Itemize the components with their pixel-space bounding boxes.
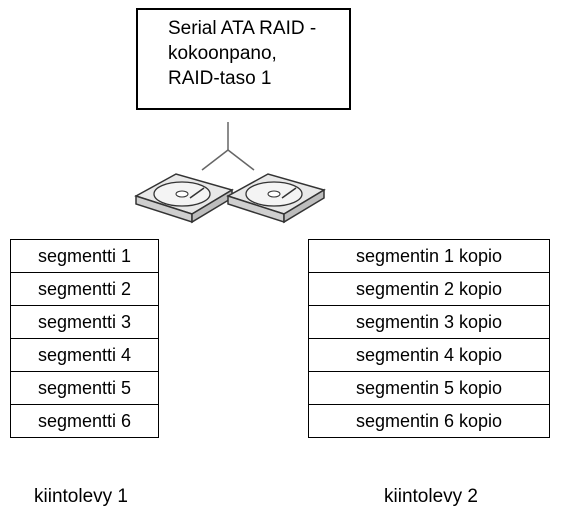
title-line-2: kokoonpano, — [168, 43, 277, 64]
segment-copy-cell: segmentin 2 kopio — [308, 272, 550, 306]
segment-copy-cell: segmentin 1 kopio — [308, 239, 550, 273]
title-line-3: RAID-taso 1 — [168, 68, 272, 89]
segment-cell: segmentti 6 — [10, 404, 159, 438]
segment-cell: segmentti 4 — [10, 338, 159, 372]
title-line-1: Serial ATA RAID - — [168, 18, 317, 39]
disk1-label: kiintolevy 1 — [34, 486, 128, 507]
disks-illustration — [134, 122, 326, 224]
segment-copy-cell: segmentin 4 kopio — [308, 338, 550, 372]
segment-cell: segmentti 2 — [10, 272, 159, 306]
segment-copy-cell: segmentin 5 kopio — [308, 371, 550, 405]
segment-cell: segmentti 3 — [10, 305, 159, 339]
connector-lines — [201, 122, 255, 171]
segment-copy-cell: segmentin 6 kopio — [308, 404, 550, 438]
segment-cell: segmentti 5 — [10, 371, 159, 405]
disk1-segment-table: segmentti 1 segmentti 2 segmentti 3 segm… — [10, 239, 159, 438]
segment-copy-cell: segmentin 3 kopio — [308, 305, 550, 339]
segment-cell: segmentti 1 — [10, 239, 159, 273]
hard-drive-icon — [226, 173, 326, 224]
disk2-segment-table: segmentin 1 kopio segmentin 2 kopio segm… — [308, 239, 550, 438]
raid-config-title-box: Serial ATA RAID - kokoonpano, RAID-taso … — [136, 8, 351, 110]
hard-drive-icon — [134, 173, 234, 224]
disk2-label: kiintolevy 2 — [384, 486, 478, 507]
